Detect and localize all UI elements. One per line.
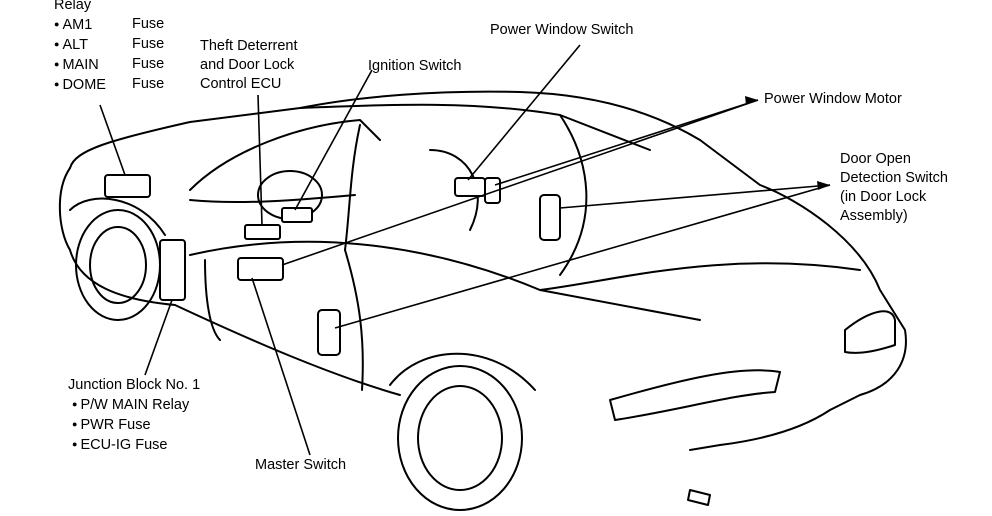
front-door-lock — [317, 309, 341, 356]
rear-wheel-rim — [417, 385, 503, 491]
relay-item-name: AM1 — [54, 15, 132, 35]
exhaust — [687, 489, 711, 506]
arrow-door — [817, 181, 830, 190]
relay-item-type: Fuse — [132, 16, 165, 32]
front-wheel-rim — [89, 226, 147, 304]
door-line-text: Door Open — [840, 151, 911, 167]
tail-light — [844, 310, 896, 354]
tail-panel — [609, 369, 781, 421]
belt-line — [189, 240, 701, 321]
relay-box — [104, 174, 151, 198]
trunk-lid — [539, 262, 861, 291]
junction-title: Junction Block No. 1 — [68, 377, 201, 393]
ignition-box — [281, 207, 313, 223]
theft-deterrent-label: Theft Deterrent and Door Lock Control EC… — [200, 37, 298, 94]
door-line-text: (in Door Lock — [840, 189, 927, 205]
ignition-switch-label: Ignition Switch — [368, 58, 462, 74]
theft-line: Theft Deterrent — [200, 38, 298, 54]
master-switch-box — [237, 257, 284, 281]
leader-junction — [144, 299, 173, 376]
door-open-detection-label: Door Open Detection Switch (in Door Lock… — [840, 150, 948, 226]
door-line-text: Detection Switch — [840, 170, 948, 186]
power-window-motor-label: Power Window Motor — [764, 91, 902, 107]
relay-item-name: ALT — [54, 35, 132, 55]
leader-ignition — [294, 69, 373, 211]
rear-pw-switch — [454, 177, 486, 197]
relay-item-type: Fuse — [132, 56, 165, 72]
rear-door-lock — [539, 194, 561, 241]
lower-body — [69, 249, 176, 306]
power-window-switch-label: Power Window Switch — [490, 22, 634, 38]
leader-door-a — [559, 184, 831, 209]
leader-theft — [257, 94, 263, 226]
relay-title: Relay — [54, 0, 92, 13]
junction-item: PWR Fuse — [68, 415, 200, 435]
junction-item: P/W MAIN Relay — [68, 395, 200, 415]
leader-pw-switch — [467, 44, 581, 181]
dashboard — [189, 194, 356, 204]
door-line — [204, 259, 221, 341]
master-switch-label: Master Switch — [255, 457, 347, 473]
rocker-line — [174, 304, 401, 396]
relay-item-type: Fuse — [132, 36, 165, 52]
front-bumper — [58, 167, 71, 251]
leader-relay — [99, 104, 126, 176]
front-wheel-arch — [69, 197, 166, 236]
leader-master — [251, 277, 311, 456]
a-pillar — [344, 124, 361, 251]
leader-door-b — [334, 184, 831, 329]
leader-pw-motor-b — [281, 99, 759, 266]
ecu-box — [244, 224, 281, 240]
arrow-pw-motor — [745, 96, 758, 105]
theft-line: Control ECU — [200, 76, 282, 92]
door-line-text: Assembly) — [840, 208, 908, 224]
rear-wheel-arch — [389, 352, 536, 391]
relay-item-name: MAIN — [54, 55, 132, 75]
junction-item: ECU-IG Fuse — [68, 435, 200, 455]
leader-pw-motor-a — [494, 99, 759, 186]
rear-window — [559, 114, 588, 276]
relay-item-name: DOME — [54, 75, 132, 95]
junction-block-label: Junction Block No. 1 P/W MAIN Relay PWR … — [68, 376, 200, 455]
theft-line: and Door Lock — [200, 57, 295, 73]
roof-line — [299, 103, 651, 151]
rear-wheel — [397, 365, 523, 511]
junction-block — [159, 239, 186, 301]
windshield — [189, 119, 381, 191]
relay-item-type: Fuse — [132, 76, 165, 92]
